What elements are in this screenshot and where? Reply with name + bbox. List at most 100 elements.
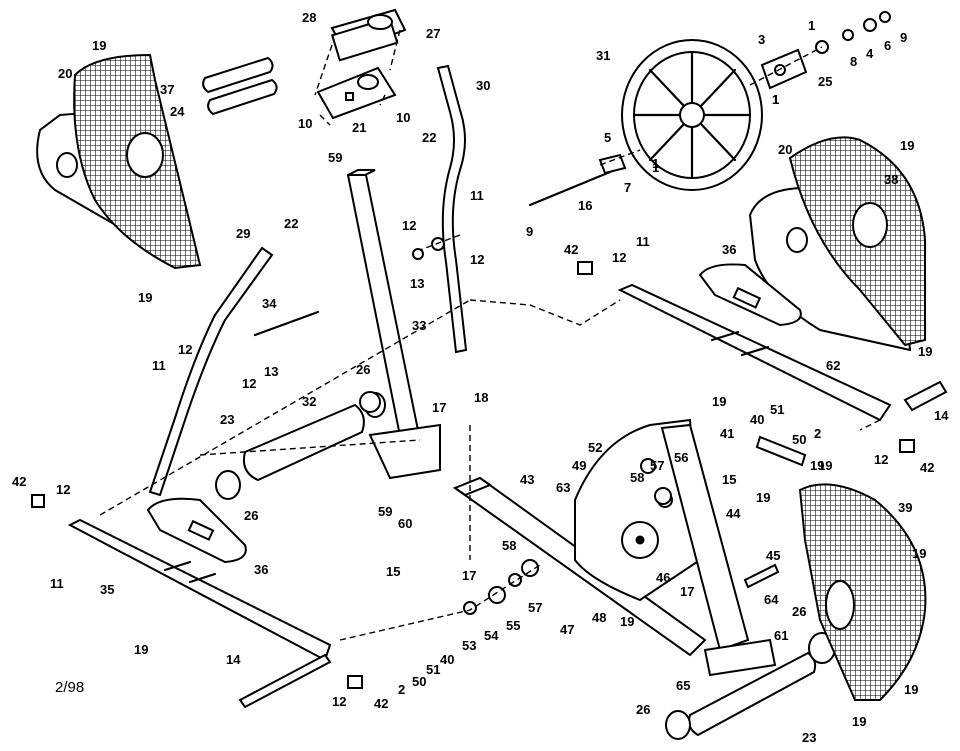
callout-label: 32: [302, 394, 316, 409]
callout-label: 14: [934, 408, 949, 423]
callout-label: 12: [874, 452, 888, 467]
callout-label: 30: [476, 78, 490, 93]
callout-label: 11: [50, 576, 64, 591]
callout-label: 13: [410, 276, 424, 291]
callout-label: 49: [572, 458, 586, 473]
callout-label: 12: [402, 218, 416, 233]
callout-label: 11: [152, 358, 166, 373]
callout-label: 33: [412, 318, 426, 333]
left-shroud-part: [36, 53, 202, 270]
callout-label: 38: [884, 172, 898, 187]
callout-label: 14: [226, 652, 241, 667]
callout-label: 12: [332, 694, 346, 709]
callout-label: 42: [564, 242, 578, 257]
callout-label: 23: [220, 412, 234, 427]
callout-label: 1: [772, 92, 779, 107]
callout-label: 1: [652, 160, 659, 175]
callout-label: 9: [526, 224, 533, 239]
callout-label: 13: [264, 364, 278, 379]
callout-label: 19: [712, 394, 726, 409]
callout-label: 50: [792, 432, 806, 447]
right-handlebar-part: [436, 64, 468, 354]
callout-label: 19: [852, 714, 866, 729]
callout-label: 19: [912, 546, 926, 561]
drive-housing-part: [574, 418, 702, 602]
bolt-parts: [238, 380, 948, 709]
callout-label: 11: [470, 188, 484, 203]
callout-label: 12: [56, 482, 70, 497]
assembly-lines: [99, 46, 881, 641]
callout-label: 2: [814, 426, 821, 441]
callout-label: 42: [12, 474, 26, 489]
callout-label: 12: [242, 376, 256, 391]
callout-label: 27: [426, 26, 440, 41]
callout-label: 19: [620, 614, 634, 629]
callout-label: 4: [866, 46, 874, 61]
callout-label: 26: [244, 508, 258, 523]
callout-label: 56: [674, 450, 688, 465]
callout-label: 50: [412, 674, 426, 689]
callout-label: 37: [160, 82, 174, 97]
callout-label: 40: [750, 412, 764, 427]
callout-label: 61: [774, 628, 788, 643]
callout-label: 15: [722, 472, 736, 487]
callout-label: 51: [426, 662, 440, 677]
callout-label: 31: [596, 48, 610, 63]
callout-label: 6: [884, 38, 891, 53]
callout-label: 8: [850, 54, 857, 69]
callout-label: 51: [770, 402, 784, 417]
callout-label: 34: [262, 296, 277, 311]
callout-label: 19: [134, 642, 148, 657]
callout-label: 24: [170, 104, 185, 119]
callout-label: 18: [474, 390, 488, 405]
callout-label: 19: [818, 458, 832, 473]
crank-axle-part: [528, 11, 891, 207]
callout-label: 19: [756, 490, 770, 505]
callout-label: 43: [520, 472, 534, 487]
callout-label: 35: [100, 582, 114, 597]
callout-label: 19: [900, 138, 914, 153]
callout-label: 22: [422, 130, 436, 145]
callout-label: 40: [440, 652, 454, 667]
axle-part: [253, 310, 320, 337]
rear-stabilizer-part: [665, 632, 836, 740]
callout-label: 44: [726, 506, 741, 521]
callout-label: 62: [826, 358, 840, 373]
callout-label: 19: [92, 38, 106, 53]
callout-label: 54: [484, 628, 499, 643]
callout-label: 60: [398, 516, 412, 531]
callout-label: 64: [764, 592, 779, 607]
callout-label: 15: [386, 564, 400, 579]
callout-label: 65: [676, 678, 690, 693]
left-pedal-arm-part: [67, 497, 332, 662]
callout-label: 17: [462, 568, 476, 583]
callout-label: 29: [236, 226, 250, 241]
callout-label: 26: [792, 604, 806, 619]
callout-label: 25: [818, 74, 832, 89]
callout-label: 26: [356, 362, 370, 377]
callout-label: 59: [328, 150, 342, 165]
callout-label: 26: [636, 702, 650, 717]
callout-label: 45: [766, 548, 780, 563]
callout-label: 19: [904, 682, 918, 697]
callout-label: 59: [378, 504, 392, 519]
callout-label: 42: [920, 460, 934, 475]
upright-post-part: [346, 168, 441, 480]
console-part: [314, 8, 407, 126]
upper-right-shroud-part: [748, 136, 926, 352]
callout-label: 2: [398, 682, 405, 697]
callout-label: 21: [352, 120, 366, 135]
callout-label: 36: [722, 242, 736, 257]
callout-label: 20: [778, 142, 792, 157]
left-handlebar-part: [148, 246, 274, 497]
callout-label: 41: [720, 426, 734, 441]
callout-label: 17: [680, 584, 694, 599]
flywheel-part: [621, 39, 763, 191]
rear-upright-part: [660, 423, 777, 677]
callout-label: 46: [656, 570, 670, 585]
callout-labels: 28 27 10 21 10 19 20 37 24 19 30 22 59 2…: [12, 10, 949, 745]
callout-label: 7: [624, 180, 631, 195]
callout-label: 12: [178, 342, 192, 357]
